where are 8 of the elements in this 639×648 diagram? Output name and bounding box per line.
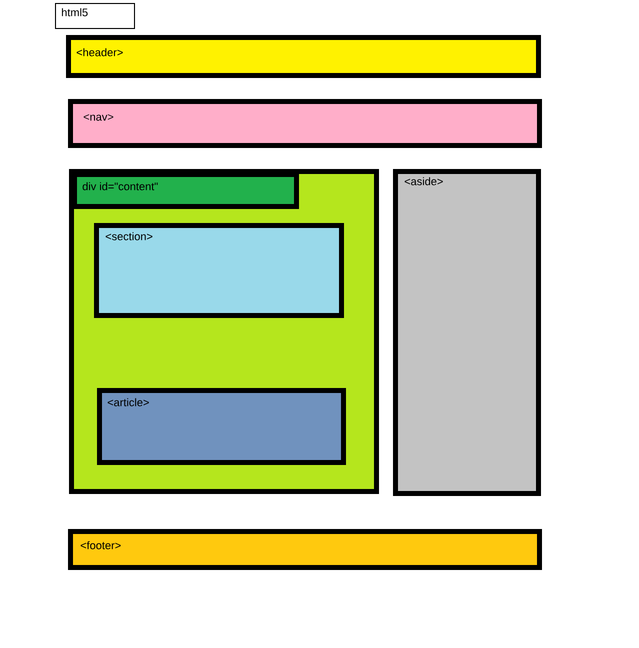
tab-box: div id="content" (72, 172, 299, 209)
nav-box: <nav> (68, 99, 542, 148)
section-box: <section> (94, 223, 344, 318)
footer-box: <footer> (68, 529, 542, 570)
header-box: <header> (66, 35, 541, 78)
article-box: <article> (97, 388, 346, 465)
aside-box: <aside> (393, 169, 541, 496)
label-box: html5 (55, 3, 135, 29)
